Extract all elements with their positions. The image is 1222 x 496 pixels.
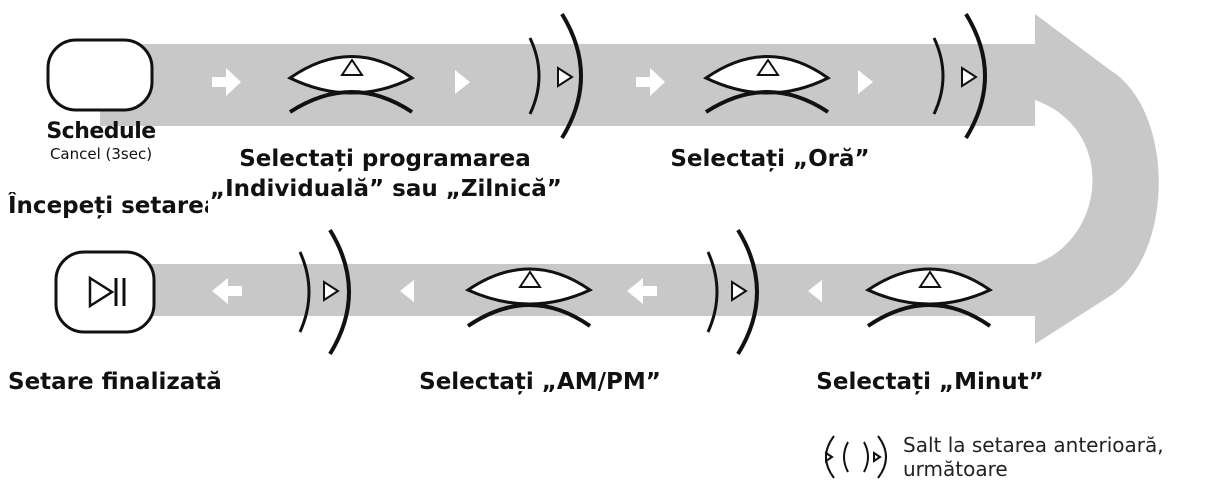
triangle-right-icon [858,70,873,94]
next-button[interactable] [932,12,987,140]
up-button[interactable] [703,55,831,114]
arrow-right-icon [212,68,241,96]
triangle-left-icon [808,280,822,302]
next-triangle-icon [961,66,978,88]
up-button[interactable] [864,267,993,328]
next-button[interactable] [706,228,759,356]
arrow-left-icon [627,278,657,304]
schedule-button-label: Schedule [46,119,156,144]
next-button[interactable] [298,228,351,356]
step-select-ampm: Selectați „AM/PM” [419,369,661,395]
step-done: Setare finalizată [8,369,222,395]
up-triangle-icon [756,58,780,76]
step-select-hour: Selectați „Oră” [670,146,870,172]
up-triangle-icon [340,58,364,76]
step-select-program-line2: „Individuală” sau „Zilnică” [210,176,562,202]
prev-next-arc-buttons-icon [825,435,887,479]
play-pause-icon [88,275,115,309]
step-select-minute: Selectați „Minut” [816,369,1044,395]
up-button[interactable] [464,267,593,328]
arrow-right-icon [636,68,665,96]
up-triangle-icon [518,270,542,288]
up-triangle-icon [918,270,942,288]
up-button[interactable] [287,55,415,114]
next-button[interactable] [528,12,583,140]
legend-text-line2: următoare [903,457,1008,481]
next-triangle-icon [731,280,748,302]
arrow-left-icon [212,278,242,304]
play-pause-button[interactable] [54,250,156,334]
next-triangle-icon [323,280,340,302]
schedule-button-sublabel: Cancel (3sec) [49,145,153,163]
flow-band [100,14,1159,344]
legend-text-line1: Salt la setarea anterioară, [903,433,1164,457]
schedule-button[interactable] [46,38,154,112]
step-start-label: Începeți setarea [8,193,208,219]
step-select-program-line1: Selectați programarea [239,146,531,172]
triangle-left-icon [400,280,414,302]
next-triangle-icon [557,66,574,88]
triangle-right-icon [455,70,470,94]
